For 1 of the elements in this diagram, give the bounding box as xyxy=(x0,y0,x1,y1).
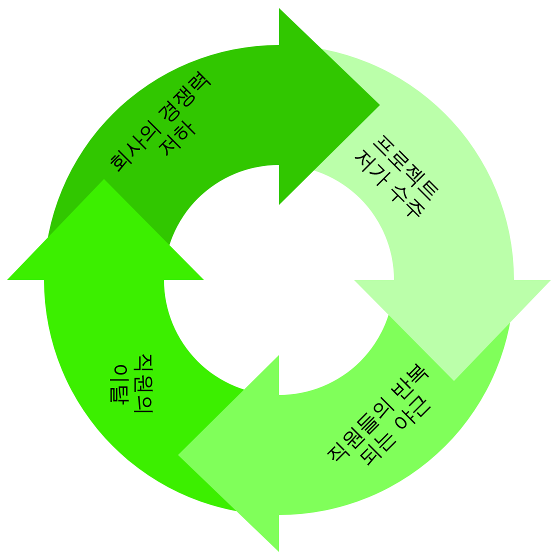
stage-label: 직원의 이탈 xyxy=(108,352,156,418)
